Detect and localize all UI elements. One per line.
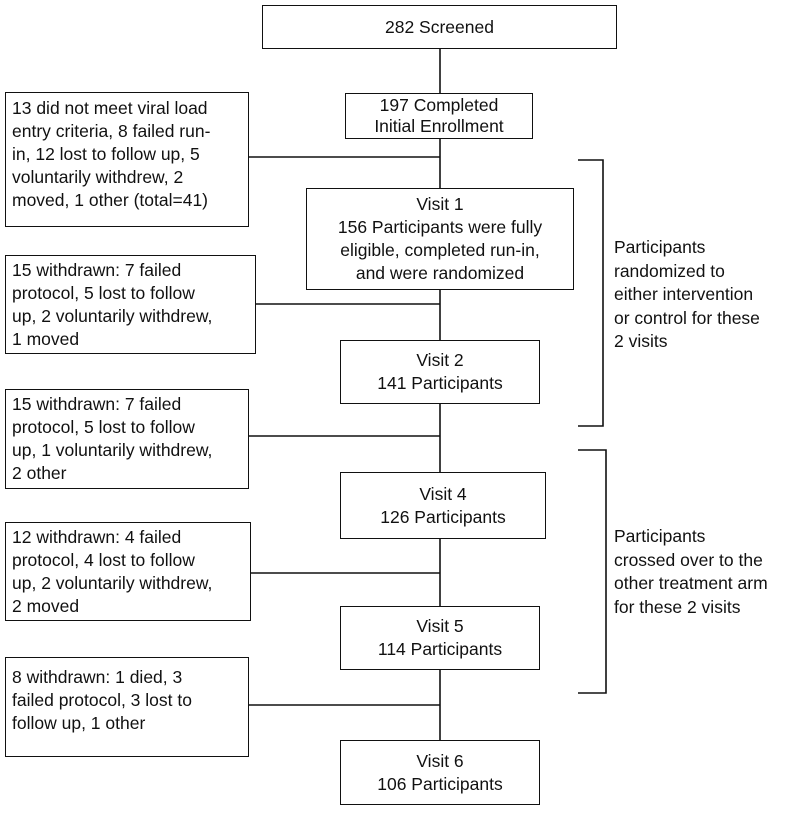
exclusion-1-line: 13 did not meet viral load: [12, 98, 208, 118]
exclusion-1-line: moved, 1 other (total=41): [12, 190, 209, 210]
visit5-title: Visit 5: [416, 616, 464, 636]
exclusion-3-line: 2 other: [12, 463, 67, 483]
phase2-line: crossed over to the: [614, 549, 763, 570]
visit6-box: Visit 6 106 Participants: [340, 740, 540, 805]
exclusion-1-line: entry criteria, 8 failed run-: [12, 121, 211, 141]
exclusion-1-line: in, 12 lost to follow up, 5: [12, 144, 200, 164]
phase1-line: 2 visits: [614, 331, 668, 351]
screened-box: 282 Screened: [262, 5, 617, 49]
exclusion-5-line: 8 withdrawn: 1 died, 3: [12, 667, 183, 687]
bracket-phase1: [578, 159, 604, 427]
visit4-count: 126 Participants: [380, 506, 506, 527]
exclusion-2-line: up, 2 voluntarily withdrew,: [12, 306, 213, 326]
exclusion-5-line: follow up, 1 other: [12, 713, 146, 733]
exclusion-1-line: voluntarily withdrew, 2: [12, 167, 184, 187]
visit5-count: 114 Participants: [377, 639, 503, 659]
phase1-line: Participants: [614, 237, 706, 257]
screened-label: 282 Screened: [385, 16, 494, 37]
visit2-box: Visit 2 141 Participants: [340, 340, 540, 404]
visit5-box: Visit 5 114 Participants: [340, 606, 540, 670]
exclusion-box-1: 13 did not meet viral load entry criteri…: [5, 92, 249, 227]
visit1-title: Visit 1: [416, 194, 464, 214]
exclusion-4-line: up, 2 voluntarily withdrew,: [12, 573, 213, 593]
enrollment-line2: Initial Enrollment: [374, 116, 504, 136]
visit1-line1: 156 Participants were fully: [337, 217, 543, 237]
bracket-phase2: [578, 449, 607, 694]
phase2-line: for these 2 visits: [614, 596, 741, 617]
visit2-count: 141 Participants: [377, 373, 503, 393]
enrollment-line1: 197 Completed: [379, 95, 499, 115]
exclusion-box-2: 15 withdrawn: 7 failed protocol, 5 lost …: [5, 255, 256, 354]
phase2-line: Participants: [614, 526, 706, 546]
phase2-line: other treatment arm: [614, 573, 768, 593]
exclusion-4-line: protocol, 4 lost to follow: [12, 550, 195, 570]
visit1-line2: eligible, completed run-in,: [340, 240, 540, 260]
exclusion-box-5: 8 withdrawn: 1 died, 3 failed protocol, …: [5, 657, 249, 757]
visit4-title: Visit 4: [419, 483, 467, 504]
visit6-count: 106 Participants: [377, 773, 503, 794]
visit4-box: Visit 4 126 Participants: [340, 472, 546, 539]
phase1-line: or control for these: [614, 307, 760, 328]
exclusion-5-line: failed protocol, 3 lost to: [12, 690, 192, 710]
phase1-line: either intervention: [614, 284, 754, 304]
phase1-line: randomized to: [614, 260, 725, 281]
exclusion-3-line: up, 1 voluntarily withdrew,: [12, 440, 213, 460]
visit2-title: Visit 2: [416, 350, 464, 370]
phase1-annotation: Participants randomized to either interv…: [614, 236, 760, 354]
exclusion-3-line: protocol, 5 lost to follow: [12, 417, 195, 437]
visit6-title: Visit 6: [416, 750, 464, 771]
visit1-line3: and were randomized: [355, 263, 525, 283]
exclusion-2-line: protocol, 5 lost to follow: [12, 283, 195, 303]
phase2-annotation: Participants crossed over to the other t…: [614, 525, 768, 619]
exclusion-4-line: 2 moved: [12, 596, 80, 616]
exclusion-4-line: 12 withdrawn: 4 failed: [12, 527, 182, 547]
exclusion-box-3: 15 withdrawn: 7 failed protocol, 5 lost …: [5, 389, 249, 489]
exclusion-2-line: 1 moved: [12, 329, 80, 349]
exclusion-3-line: 15 withdrawn: 7 failed: [12, 394, 182, 414]
exclusion-box-4: 12 withdrawn: 4 failed protocol, 4 lost …: [5, 522, 251, 621]
exclusion-2-line: 15 withdrawn: 7 failed: [12, 260, 182, 280]
visit1-box: Visit 1 156 Participants were fully elig…: [306, 188, 574, 290]
enrollment-box: 197 Completed Initial Enrollment: [345, 93, 533, 139]
